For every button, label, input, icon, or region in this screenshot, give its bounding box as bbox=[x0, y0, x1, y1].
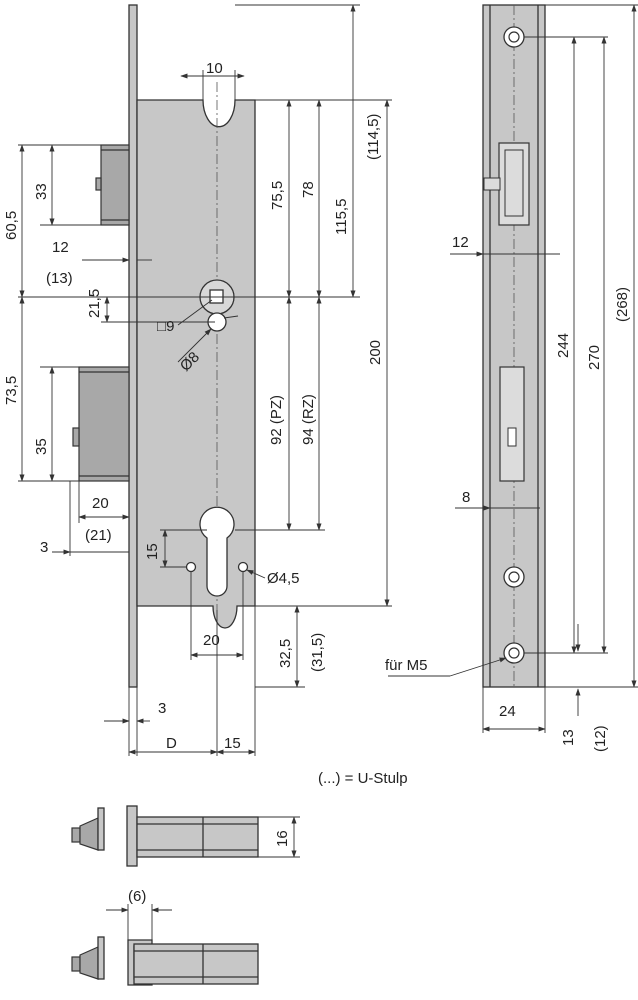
dim-94-rz: 94 (RZ) bbox=[300, 394, 317, 445]
side-dim-13: 13 bbox=[560, 729, 577, 746]
side-dim-270: 270 bbox=[586, 345, 603, 370]
dim-21-bolt: (21) bbox=[85, 527, 112, 544]
follower-square bbox=[209, 289, 224, 304]
bolt-dim-16: 16 bbox=[274, 830, 291, 847]
screw-hole-left bbox=[185, 561, 197, 573]
dead-bolt bbox=[78, 366, 130, 482]
dim-78: 78 bbox=[300, 181, 317, 198]
dim-3-bottom: 3 bbox=[158, 700, 166, 717]
legend-note: (...) = U-Stulp bbox=[318, 770, 408, 787]
dim-75-5: 75,5 bbox=[269, 181, 286, 210]
dim-21-5: 21,5 bbox=[86, 289, 103, 318]
bolt-body-top bbox=[136, 816, 259, 858]
side-dim-12: 12 bbox=[452, 234, 469, 251]
side-screw-label: für M5 bbox=[385, 657, 428, 674]
bolt-opening bbox=[499, 366, 525, 482]
dim-3-left: 3 bbox=[40, 539, 48, 556]
dim-backset-d: D bbox=[166, 735, 177, 752]
side-view bbox=[482, 4, 546, 688]
side-labels: 12 8 244 270 (268) für M5 24 13 (12) bbox=[385, 234, 631, 752]
latch-opening bbox=[498, 142, 530, 226]
dim-200: 200 bbox=[367, 340, 384, 365]
dim-32-5: 32,5 bbox=[277, 639, 294, 668]
side-dim-244: 244 bbox=[555, 333, 572, 358]
dim-15-cyl: 15 bbox=[144, 543, 161, 560]
dim-20-bolt: 20 bbox=[92, 495, 109, 512]
front-labels: 10 75,5 78 115,5 (114,5) 92 (PZ) 94 (RZ)… bbox=[3, 60, 384, 752]
side-dim-268: (268) bbox=[614, 287, 631, 322]
bolt-detail-bottom: (6) bbox=[71, 888, 259, 986]
side-dim-24: 24 bbox=[499, 703, 516, 720]
side-dim-8: 8 bbox=[462, 489, 470, 506]
latch-bolt bbox=[100, 144, 130, 226]
screw-hole-right bbox=[237, 561, 249, 573]
bolt-body-bottom bbox=[133, 943, 259, 985]
side-screw-bottom bbox=[503, 642, 525, 664]
side-screw-top bbox=[503, 26, 525, 48]
dim-15-backset: 15 bbox=[224, 735, 241, 752]
front-dimensions bbox=[18, 4, 392, 756]
dim-35: 35 bbox=[33, 438, 50, 455]
dim-31-5: (31,5) bbox=[309, 633, 326, 672]
dim-13: (13) bbox=[46, 270, 73, 287]
dim-60-5: 60,5 bbox=[3, 211, 20, 240]
dim-114-5: (114,5) bbox=[365, 114, 382, 160]
bolt-dim-6: (6) bbox=[128, 888, 146, 905]
side-screw-middle bbox=[503, 566, 525, 588]
dim-10: 10 bbox=[206, 60, 223, 77]
dim-12: 12 bbox=[52, 239, 69, 256]
dim-92-pz: 92 (PZ) bbox=[268, 395, 285, 445]
cylinder-cutout bbox=[199, 506, 235, 597]
faceplate bbox=[128, 4, 138, 688]
dim-115-5: 115,5 bbox=[333, 199, 350, 235]
bolt-detail-top: 16 bbox=[71, 805, 300, 867]
front-view bbox=[72, 4, 256, 688]
side-dim-12-paren: (12) bbox=[592, 725, 609, 752]
dim-square-9: □9 bbox=[157, 318, 174, 335]
dim-73-5: 73,5 bbox=[3, 376, 20, 405]
dim-20-cyl: 20 bbox=[203, 632, 220, 649]
dim-33: 33 bbox=[33, 183, 50, 200]
dim-screw-hole: Ø4,5 bbox=[267, 570, 300, 587]
side-dimensions bbox=[388, 4, 638, 733]
